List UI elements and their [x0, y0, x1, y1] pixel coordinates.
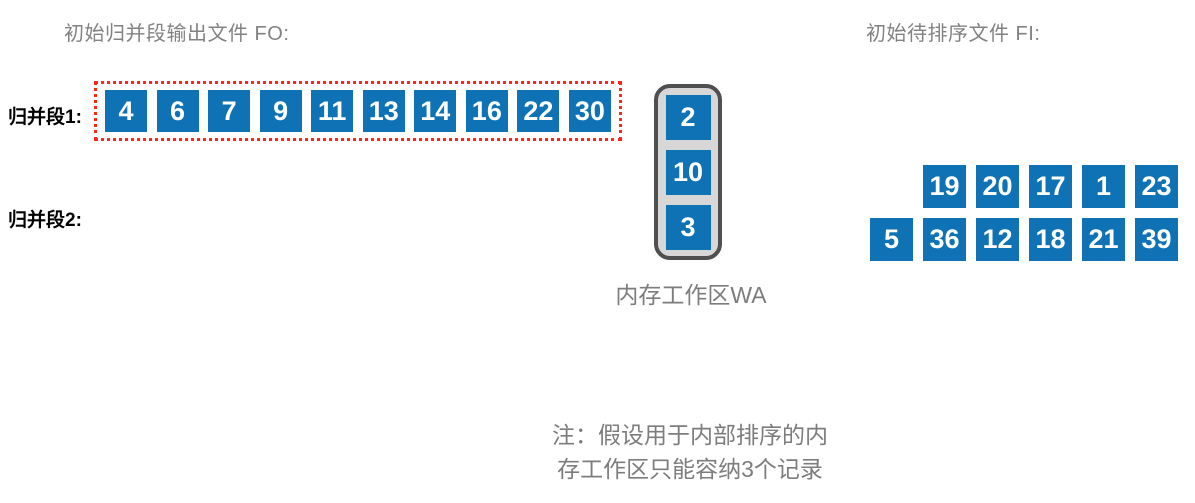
- record-cell: 39: [1135, 218, 1178, 261]
- note-line2: 存工作区只能容纳3个记录: [557, 456, 823, 482]
- record-cell: 16: [465, 90, 508, 132]
- record-cell: 7: [208, 90, 251, 132]
- memory-workarea-box: 2 10 3: [654, 84, 722, 260]
- note-text: 注：假设用于内部排序的内 存工作区只能容纳3个记录: [480, 418, 900, 486]
- fi-row-top: 19 20 17 1 23: [923, 165, 1178, 208]
- note-line1: 注：假设用于内部排序的内: [552, 422, 828, 448]
- record-cell: 21: [1082, 218, 1125, 261]
- record-cell: 9: [259, 90, 302, 132]
- record-cell: 19: [923, 165, 966, 208]
- record-cell: 11: [311, 90, 354, 132]
- record-cell: 13: [362, 90, 405, 132]
- segment2-label: 归并段2:: [8, 210, 82, 231]
- record-cell: 18: [1029, 218, 1072, 261]
- record-cell: 30: [568, 90, 611, 132]
- record-cell: 2: [665, 94, 711, 140]
- record-cell: 12: [976, 218, 1019, 261]
- record-cell: 10: [665, 149, 711, 195]
- record-cell: 20: [976, 165, 1019, 208]
- record-cell: 23: [1135, 165, 1178, 208]
- record-cell: 4: [105, 90, 147, 132]
- fo-title: 初始归并段输出文件 FO:: [64, 23, 290, 45]
- segment1-run-box: 4 6 7 9 11 13 14 16 22 30: [94, 81, 622, 141]
- fi-title: 初始待排序文件 FI:: [866, 23, 1041, 45]
- segment1-label: 归并段1:: [8, 107, 82, 128]
- record-cell: 36: [923, 218, 966, 261]
- record-cell: 3: [665, 204, 711, 250]
- record-cell: 6: [156, 90, 199, 132]
- memory-workarea-label: 内存工作区WA: [615, 282, 767, 308]
- record-cell: 14: [414, 90, 457, 132]
- record-cell: 1: [1082, 165, 1125, 208]
- fi-row-bottom: 5 36 12 18 21 39: [870, 218, 1178, 261]
- record-cell: 17: [1029, 165, 1072, 208]
- record-cell: 22: [517, 90, 560, 132]
- record-cell: 5: [870, 218, 913, 261]
